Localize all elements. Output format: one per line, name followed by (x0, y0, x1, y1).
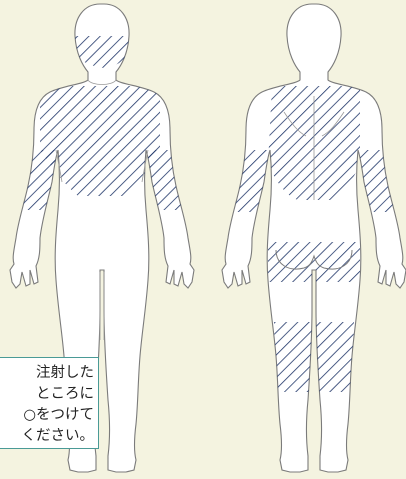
back-thigh-left-hatch (274, 322, 314, 392)
instruction-line-4: ください。 (0, 426, 94, 447)
back-upper-arm-left-hatch (224, 150, 270, 212)
back-thigh-right-hatch (314, 322, 354, 392)
back-upper-arm-right-hatch (358, 150, 404, 212)
front-abdomen-hatch (40, 86, 160, 196)
instruction-line-1: 注射した (0, 363, 94, 384)
instruction-line-2: ところに (0, 384, 94, 405)
back-figure (222, 4, 406, 472)
instruction-note: 注射した ところに ○をつけて ください。 (0, 357, 99, 449)
instruction-line-3: ○をつけて (0, 405, 94, 426)
back-buttock-hatch (268, 242, 360, 282)
front-upper-arm-right-hatch (146, 150, 190, 210)
front-upper-arm-left-hatch (14, 150, 58, 210)
